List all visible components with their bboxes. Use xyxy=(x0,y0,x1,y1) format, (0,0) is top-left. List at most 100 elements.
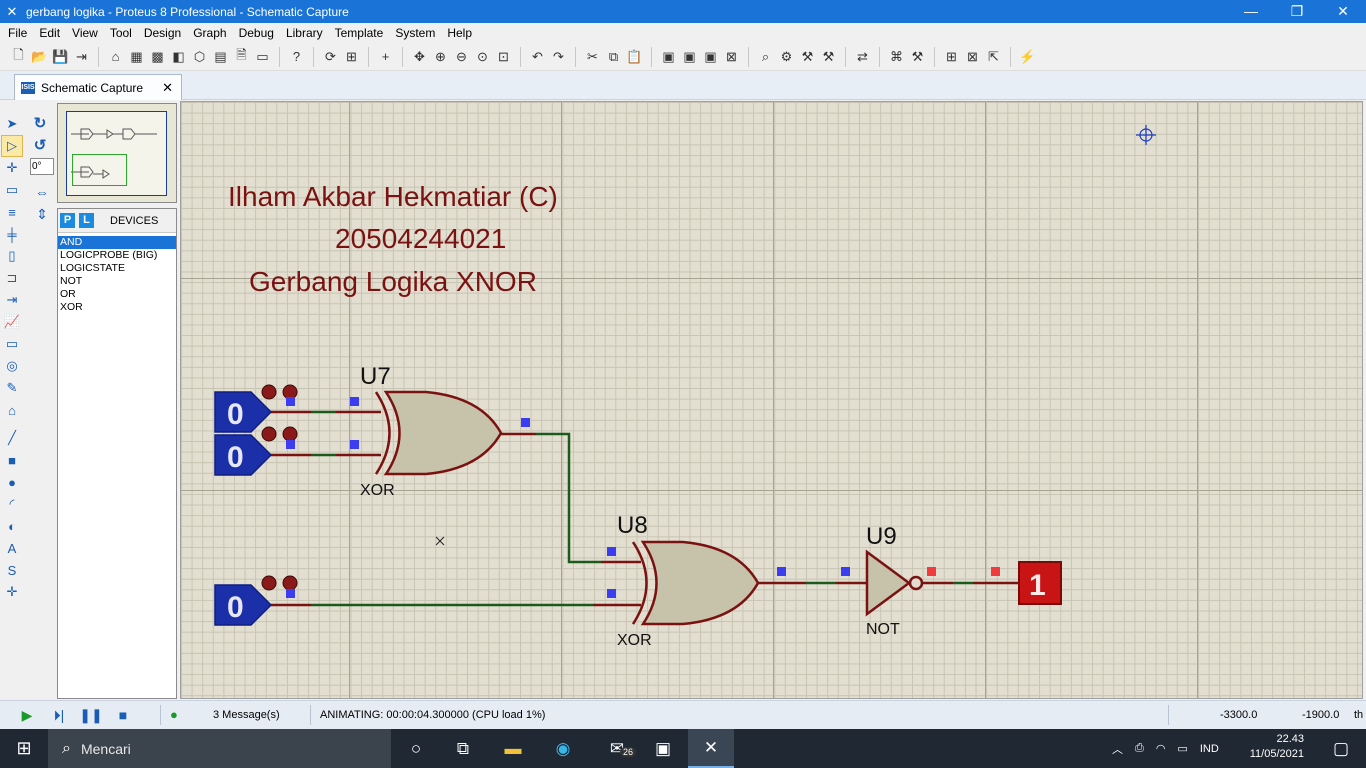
design-explorer-icon[interactable]: ▭ xyxy=(256,48,269,64)
junction-dot-icon[interactable]: ✛ xyxy=(6,160,18,175)
voltage-probe-icon[interactable]: ✎ xyxy=(6,380,18,395)
proteus-taskbar-icon[interactable]: ✕ xyxy=(688,729,734,768)
wire-autorouter-icon[interactable]: ⇄ xyxy=(857,48,868,64)
block-move-icon[interactable]: ▣ xyxy=(683,48,696,64)
redo-icon[interactable]: ↷ xyxy=(553,48,564,64)
xor-gate-u8[interactable] xyxy=(631,540,760,626)
menu-design[interactable]: Design xyxy=(143,26,182,40)
make-device-icon[interactable]: ⚙ xyxy=(780,48,793,64)
new-file-icon[interactable]: 🗋 xyxy=(13,46,24,62)
document-icon[interactable]: 🗎 xyxy=(236,46,247,62)
pause-icon[interactable]: ❚❚ xyxy=(79,706,103,723)
text-icon[interactable]: A xyxy=(7,540,17,556)
decompose-icon[interactable]: ⚒ xyxy=(822,48,835,64)
mirror-horizontal-icon[interactable]: ⇔ xyxy=(35,184,49,200)
zoom-area-icon[interactable]: ⊡ xyxy=(498,48,509,64)
import-icon[interactable]: ⇥ xyxy=(76,48,87,64)
bom-icon[interactable]: ▤ xyxy=(214,48,227,64)
edge-browser-icon[interactable]: ◉ xyxy=(555,738,571,758)
generator-icon[interactable]: ◎ xyxy=(6,358,18,373)
electrical-rules-check-icon[interactable]: ⚡ xyxy=(1019,48,1036,64)
pick-devices-button[interactable]: P xyxy=(60,213,75,228)
gerber-icon[interactable]: ◧ xyxy=(172,48,185,64)
language-indicator[interactable]: IND xyxy=(1199,742,1219,755)
logicstate-3[interactable] xyxy=(214,584,273,626)
pick-device-icon[interactable]: ⌕ xyxy=(761,48,770,64)
property-tool-icon[interactable]: ⚒ xyxy=(911,48,924,64)
save-icon[interactable]: 💾 xyxy=(52,48,69,64)
task-view-icon[interactable]: ⧉ xyxy=(456,738,470,758)
block-copy-icon[interactable]: ▣ xyxy=(662,48,675,64)
undo-icon[interactable]: ↶ xyxy=(532,48,543,64)
logicstate-1[interactable] xyxy=(214,391,273,433)
overview-viewport[interactable] xyxy=(72,154,127,186)
menu-edit[interactable]: Edit xyxy=(39,26,61,40)
buses-icon[interactable]: ╪ xyxy=(7,226,17,242)
device-pins-icon[interactable]: ⇥ xyxy=(6,292,18,307)
tab-schematic-capture[interactable]: ISIS Schematic Capture ✕ xyxy=(14,74,182,100)
cortana-icon[interactable]: ○ xyxy=(410,738,422,758)
file-explorer-icon[interactable]: ▬ xyxy=(504,738,522,758)
menu-system[interactable]: System xyxy=(395,26,436,40)
rotation-angle-field[interactable]: 0° xyxy=(30,158,54,175)
wire-label-icon[interactable]: ▭ xyxy=(5,182,19,197)
system-clock[interactable]: 22.43 11/05/2021 xyxy=(1250,732,1304,762)
menu-tool[interactable]: Tool xyxy=(109,26,132,40)
mirror-vertical-icon[interactable]: ⇕ xyxy=(36,206,48,222)
logicstate-toggle-icons[interactable] xyxy=(261,384,298,591)
wifi-icon[interactable]: ◠ xyxy=(1155,743,1166,755)
box-icon[interactable]: ■ xyxy=(8,452,16,468)
subcircuit-icon[interactable]: ▯ xyxy=(8,248,16,263)
zoom-in-icon[interactable]: ⊕ xyxy=(435,48,446,64)
menu-help[interactable]: Help xyxy=(447,26,473,40)
origin-icon[interactable]: + xyxy=(381,49,390,64)
meet-now-icon[interactable]: ⎙ xyxy=(1135,742,1144,754)
overview-window[interactable] xyxy=(57,103,177,203)
refresh-icon[interactable]: ⟳ xyxy=(325,48,336,64)
device-item-not[interactable]: NOT xyxy=(60,275,83,287)
schematic-editor[interactable]: Ilham Akbar Hekmatiar (C) 20504244021 Ge… xyxy=(180,101,1363,699)
battery-icon[interactable]: ▭ xyxy=(1177,743,1188,755)
info-icon[interactable]: ● xyxy=(170,707,178,722)
rotate-clockwise-icon[interactable]: ↻ xyxy=(33,115,47,132)
grid-icon[interactable]: ⊞ xyxy=(346,48,357,64)
schematic-grid[interactable]: Ilham Akbar Hekmatiar (C) 20504244021 Ge… xyxy=(181,102,1362,698)
package-icon[interactable]: ⚒ xyxy=(801,48,814,64)
close-button[interactable]: ✕ xyxy=(1337,3,1349,19)
minimize-button[interactable]: — xyxy=(1244,3,1258,19)
rotate-anticlockwise-icon[interactable]: ↺ xyxy=(33,137,47,154)
xor-gate-u7[interactable] xyxy=(374,390,503,476)
schematic-icon[interactable]: ▦ xyxy=(130,48,143,64)
step-icon[interactable]: ⏵| xyxy=(53,706,65,723)
menu-library[interactable]: Library xyxy=(285,26,323,40)
3d-view-icon[interactable]: ⬡ xyxy=(193,48,206,64)
library-manager-button[interactable]: L xyxy=(79,213,94,228)
paste-icon[interactable]: 📋 xyxy=(626,48,643,64)
device-item-or[interactable]: OR xyxy=(60,288,76,300)
new-sheet-icon[interactable]: ⊞ xyxy=(946,48,957,64)
restore-button[interactable]: ❐ xyxy=(1290,3,1304,19)
terminals-icon[interactable]: ⊐ xyxy=(6,270,18,285)
chevron-up-icon[interactable]: ︿ xyxy=(1112,743,1123,756)
mail-icon[interactable]: ✉26 xyxy=(594,729,640,768)
zoom-all-icon[interactable]: ⊙ xyxy=(477,48,488,64)
device-item-and[interactable]: AND xyxy=(58,236,176,249)
symbol-icon[interactable]: S xyxy=(7,562,17,578)
tape-recorder-icon[interactable]: ▭ xyxy=(5,336,19,351)
menu-template[interactable]: Template xyxy=(334,26,384,40)
cut-icon[interactable]: ✂ xyxy=(587,48,598,64)
stop-icon[interactable]: ■ xyxy=(118,707,128,723)
home-icon[interactable]: ⌂ xyxy=(111,49,120,64)
text-script-icon[interactable]: ≡ xyxy=(8,204,16,220)
logicstate-2[interactable] xyxy=(214,434,273,476)
copy-icon[interactable]: ⧉ xyxy=(608,48,619,64)
pan-icon[interactable]: ✥ xyxy=(414,48,425,64)
search-tag-icon[interactable]: ⌘ xyxy=(890,48,903,64)
app-e-icon[interactable]: ▣ xyxy=(654,738,672,758)
play-icon[interactable]: ▶ xyxy=(21,706,33,723)
menu-debug[interactable]: Debug xyxy=(238,26,274,40)
block-delete-icon[interactable]: ⊠ xyxy=(726,48,737,64)
arc-icon[interactable]: ◜ xyxy=(9,496,15,511)
notifications-icon[interactable]: ▢ xyxy=(1332,738,1350,758)
graph-icon[interactable]: 📈 xyxy=(3,314,21,329)
